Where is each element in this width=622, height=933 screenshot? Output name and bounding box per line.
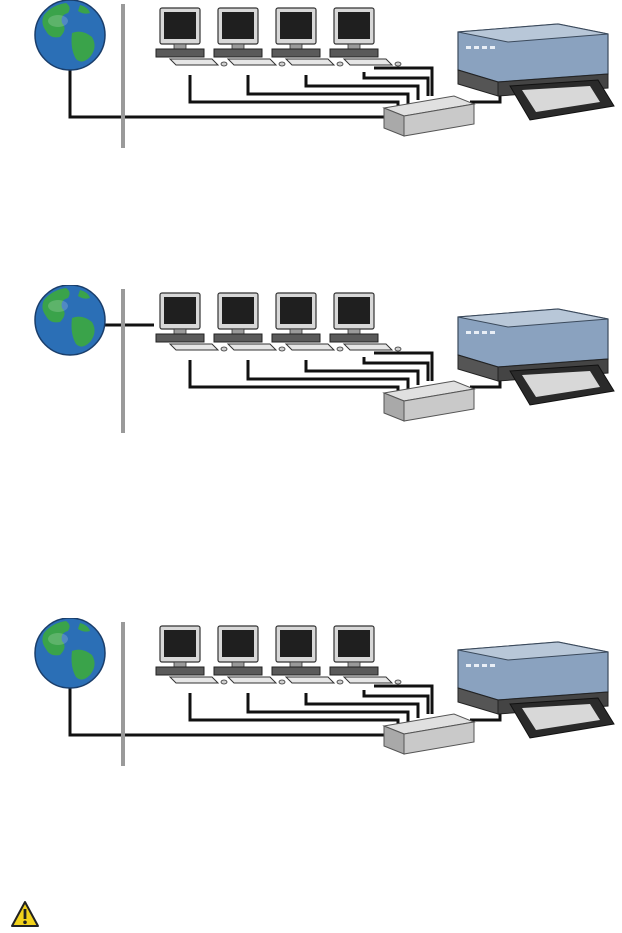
cable-computer-1 (190, 75, 398, 108)
cable-computer-1 (190, 693, 398, 726)
cable-computer-1 (190, 360, 398, 393)
network-diagram-3 (0, 618, 622, 778)
globe-icon (35, 285, 105, 355)
desktop-computer-icon (330, 8, 401, 66)
network-boundary (121, 289, 125, 433)
printer-icon (458, 642, 614, 738)
globe-icon (35, 618, 105, 688)
network-boundary (121, 622, 125, 766)
network-diagram-2 (0, 285, 622, 445)
desktop-computer-icon (330, 293, 401, 351)
desktop-computer-icon (330, 626, 401, 684)
cable-computer-4b (374, 68, 432, 96)
cable-computer-4b (374, 353, 432, 381)
warning-triangle-icon (10, 900, 40, 928)
network-diagram-1 (0, 0, 622, 160)
printer-icon (458, 309, 614, 405)
network-boundary (121, 4, 125, 148)
cable-computer-4b (374, 686, 432, 714)
globe-icon (35, 0, 105, 70)
printer-icon (458, 24, 614, 120)
